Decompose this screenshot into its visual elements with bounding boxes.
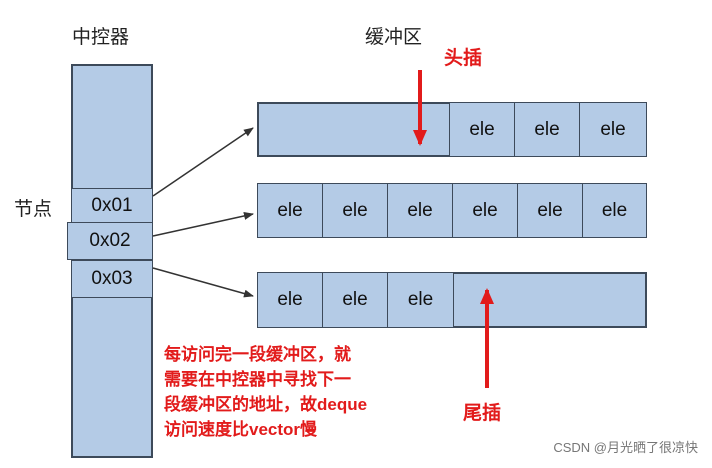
buffer-cell: ele [387,183,453,238]
explanation-note: 每访问完一段缓冲区，就 需要在中控器中寻找下一 段缓冲区的地址，故deque 访… [164,342,424,442]
note-line: 每访问完一段缓冲区，就 [164,345,351,364]
buffer-cell: ele [452,183,518,238]
controller-node: 0x03 [71,260,153,298]
pointer-arrow [152,212,254,237]
pointer-arrow [152,127,254,197]
buffer-cell: ele [387,272,454,328]
note-line: 访问速度比vector慢 [164,420,318,439]
buffer-cell: ele [514,102,580,157]
node-label: 节点 [14,199,53,220]
controller-title: 中控器 [72,27,130,48]
pointer-arrow [152,267,254,298]
buffer-cell: ele [257,183,323,238]
head-insert-label: 头插 [444,48,483,69]
buffer-cell: ele [449,102,515,157]
buffer-cell: ele [517,183,583,238]
tail-insert-label: 尾插 [463,403,502,424]
buffer-cell: ele [322,272,388,328]
buffer-cell: ele [322,183,388,238]
buffer-cell: ele [579,102,647,157]
buffer-title: 缓冲区 [365,27,423,48]
note-line: 需要在中控器中寻找下一 [164,370,351,389]
buffer-cell: ele [582,183,647,238]
buffer-cell: ele [257,272,323,328]
controller-node: 0x02 [67,222,153,260]
watermark: CSDN @月光晒了很凉快 [553,440,698,455]
note-line: 段缓冲区的地址，故deque [164,395,368,414]
